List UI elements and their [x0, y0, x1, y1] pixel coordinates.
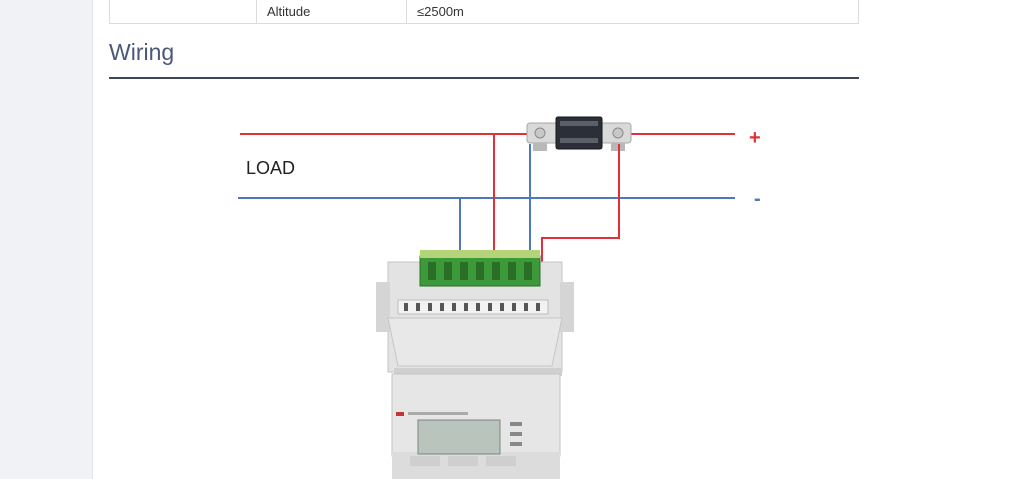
- load-label: LOAD: [246, 158, 295, 178]
- table-cell-parameter: Altitude: [256, 0, 407, 24]
- shunt-resistor-icon: [526, 116, 632, 151]
- positive-terminal-label: +: [749, 127, 761, 149]
- negative-terminal-label: -: [754, 188, 761, 210]
- table-row: Altitude ≤2500m: [109, 0, 859, 24]
- section-divider: [109, 77, 859, 79]
- din-rail-meter: [376, 250, 574, 479]
- section-title: Wiring: [109, 39, 175, 65]
- table-cell: [109, 0, 257, 24]
- table-cell-value: ≤2500m: [406, 0, 859, 24]
- left-gutter: [0, 0, 93, 479]
- spec-table: Altitude ≤2500m: [109, 0, 859, 24]
